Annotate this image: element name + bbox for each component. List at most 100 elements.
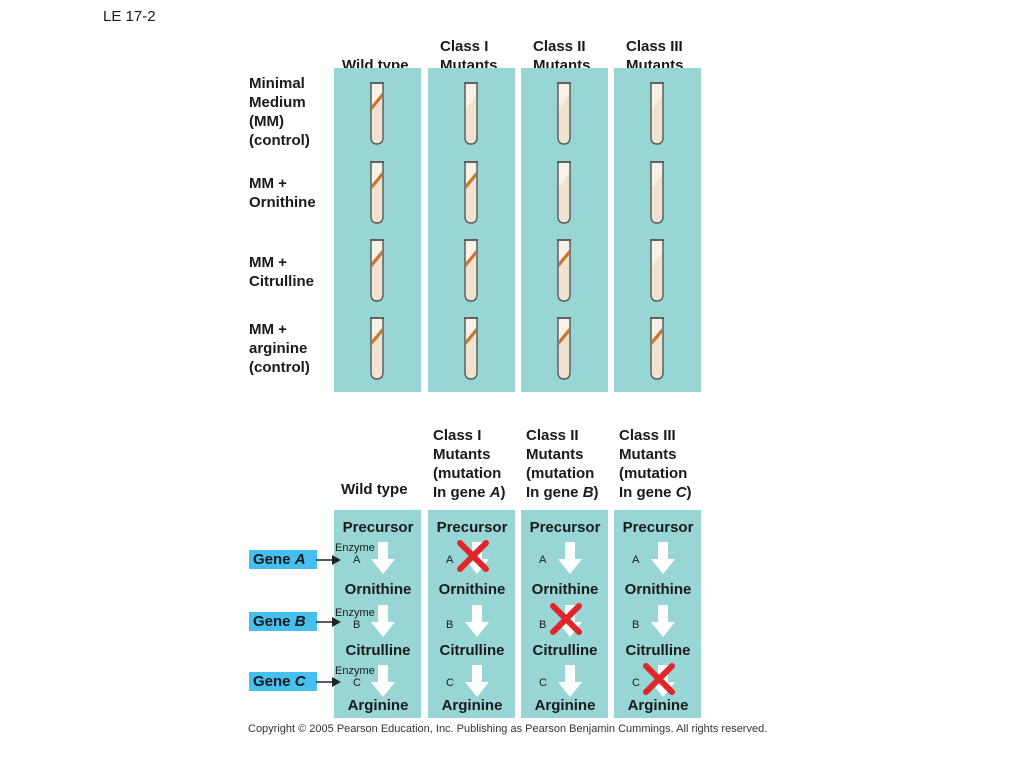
gene-letter: B [582,484,594,501]
test-tube-growth [556,238,572,302]
compound-precursor: Precursor [436,519,508,536]
gene-suffix: ) [686,484,692,501]
growth-streak [466,172,476,189]
header-gene-line: In gene C) [619,483,692,502]
compound-ornithine: Ornithine [624,581,692,598]
header-line: Mutants [619,446,677,463]
pointer-arrow-icon [316,675,342,689]
growth-streak [372,172,382,189]
gene-letter: C [294,673,306,690]
enzyme-letter: C [446,677,454,689]
growth-streak [559,328,569,345]
enzyme-letter: B [446,619,454,631]
blocked-x-icon [550,603,582,635]
gene-suffix: ) [500,484,506,501]
enzyme-letter: A [539,554,547,566]
row-label-line: (control) [249,132,310,149]
enzyme-letter: B [632,619,640,631]
test-tube-no-growth [649,238,665,302]
row-label-line: Medium [249,94,306,111]
test-tube-no-growth [649,160,665,224]
enzyme-letter: C [353,677,361,689]
compound-precursor: Precursor [342,519,414,536]
gene-letter: B [294,613,306,630]
header-line: Class I [433,427,482,444]
enzyme-letter: A [353,554,361,566]
compound-ornithine: Ornithine [531,581,599,598]
down-arrow-icon [465,605,489,637]
growth-streak [372,250,382,267]
test-tube-growth [463,238,479,302]
header-gene-line: In gene A) [433,483,506,502]
growth-streak [559,250,569,267]
enzyme-letter: C [632,677,640,689]
header-line: Mutants [526,446,584,463]
down-arrow-icon [371,665,395,697]
header-gene-line: In gene B) [526,483,599,502]
header-line: Class II [526,427,579,444]
gene-suffix: ) [593,484,599,501]
compound-precursor: Precursor [529,519,601,536]
compound-arginine: Arginine [347,697,409,714]
compound-citrulline: Citrulline [625,642,691,659]
test-tube-no-growth [556,81,572,145]
down-arrow-icon [558,665,582,697]
compound-arginine: Arginine [627,697,689,714]
header-line-1 [342,37,409,56]
compound-citrulline: Citrulline [345,642,411,659]
test-tube-growth [649,316,665,380]
header-line: (mutation [433,465,502,482]
row-label-line: Minimal [249,75,305,92]
medium-row-label: MM + Ornithine [249,174,316,212]
gene-prefix: In gene [619,484,676,501]
enzyme-letter: B [353,619,361,631]
test-tube-growth [556,316,572,380]
row-label-line: Ornithine [249,194,316,211]
compound-arginine: Arginine [441,697,503,714]
compound-precursor: Precursor [622,519,694,536]
row-label-line: (control) [249,359,310,376]
row-label-line: (MM) [249,113,284,130]
down-arrow-icon [558,542,582,574]
gene-c-box: Gene C [249,672,317,691]
down-arrow-icon [651,605,675,637]
row-label-line: MM + [249,175,287,192]
gene-prefix: In gene [526,484,583,501]
test-tube-no-growth [463,81,479,145]
growth-streak [466,250,476,267]
enzyme-letter: A [446,554,454,566]
pointer-arrow-icon [316,615,342,629]
header-line: Mutants [433,446,491,463]
blocked-x-icon [643,663,675,695]
gene-letter: A [489,484,501,501]
test-tube-no-growth [649,81,665,145]
gene-letter: C [675,484,687,501]
growth-streak [372,328,382,345]
header-line: (mutation [526,465,595,482]
growth-streak [652,328,662,345]
header-line: (mutation [619,465,688,482]
down-arrow-icon [465,665,489,697]
test-tube-growth [369,238,385,302]
test-tube-no-growth [556,160,572,224]
row-label-line: Citrulline [249,273,315,290]
gene-prefix: Gene [253,673,295,690]
gene-prefix: Gene [253,551,295,568]
row-label-line: arginine [249,340,308,357]
test-tube-growth [463,316,479,380]
slide-label: LE 17-2 [103,8,156,25]
bottom-column-header: Wild type [341,480,408,499]
header-line-1: Class I [440,38,489,55]
header-line: Class III [619,427,676,444]
row-label-line: MM + [249,321,287,338]
medium-row-label: MM + arginine (control) [249,320,310,377]
pointer-arrow-icon [316,553,342,567]
blocked-x-icon [457,540,489,572]
header-line-1: Class II [533,38,586,55]
test-tube-growth [463,160,479,224]
compound-citrulline: Citrulline [532,642,598,659]
gene-prefix: Gene [253,613,295,630]
